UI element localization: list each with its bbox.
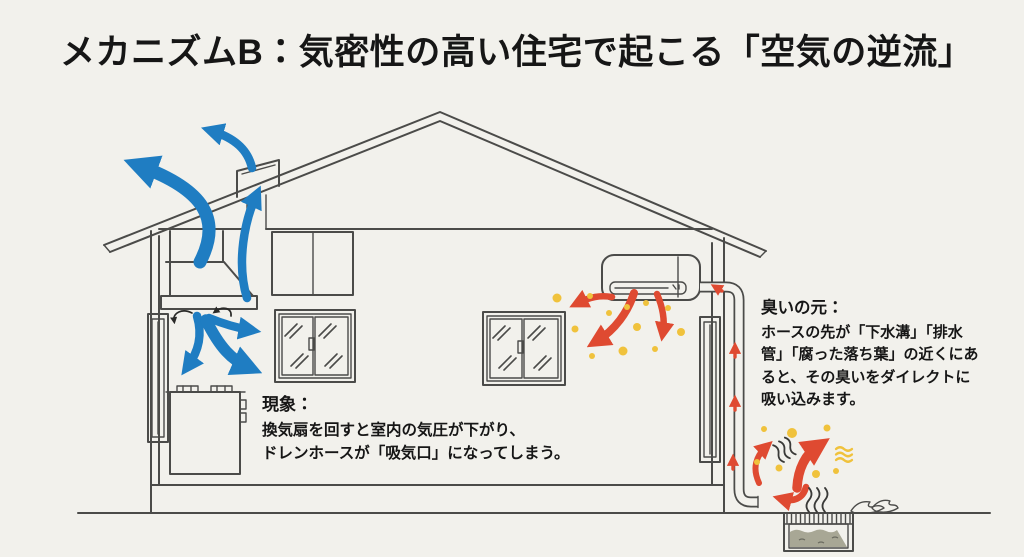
page-title: メカニズムB：気密性の高い住宅で起こる「空気の逆流」: [60, 33, 974, 72]
phenomenon-line2: ドレンホースが「吸気口」になってしまう。: [262, 445, 570, 462]
drain-hose-icon: [700, 281, 759, 509]
window-middle-icon: [482, 311, 566, 386]
odor-particles-outdoor: [754, 424, 839, 478]
stink-lines-icon: [772, 436, 854, 513]
roof: [103, 111, 767, 258]
wall-cabinet: [271, 231, 354, 296]
hose-backflow-arrows: [710, 284, 742, 471]
odor-source-note: 臭いの元： ホースの先が「下水溝」「排水管」「腐った落ち葉」の近くにあると、その…: [761, 297, 980, 412]
blue-exhaust-arrows: [123, 123, 263, 376]
odor-source-body: ホースの先が「下水溝」「排水管」「腐った落ち葉」の近くにあると、その臭いをダイレ…: [761, 323, 979, 409]
window-left-icon: [274, 309, 356, 383]
range-hood-icon: [160, 230, 258, 310]
tall-window-left-icon: [147, 313, 169, 443]
phenomenon-note: 現象： 換気扇を回すと室内の気圧が下がり、 ドレンホースが「吸気口」になってしま…: [262, 393, 570, 465]
left-wall: [150, 230, 160, 514]
house-outline: [77, 111, 991, 514]
right-wall: [711, 237, 725, 514]
swirl-arrows: [170, 306, 232, 325]
phenomenon-heading: 現象：: [262, 395, 313, 414]
dead-leaves-icon: [850, 499, 899, 514]
drain-gutter-icon: [783, 512, 854, 552]
red-odor-arrows-indoor: [569, 289, 675, 348]
red-odor-arrows-outdoor: [752, 438, 830, 511]
air-conditioner-icon: [601, 254, 701, 301]
odor-source-heading: 臭いの元：: [761, 299, 844, 317]
phenomenon-line1: 換気扇を回すと室内の気圧が下がり、: [262, 422, 525, 439]
tall-window-right-icon: [699, 316, 721, 463]
stove-icon: [165, 385, 247, 475]
odor-particles-indoor: [552, 293, 685, 359]
